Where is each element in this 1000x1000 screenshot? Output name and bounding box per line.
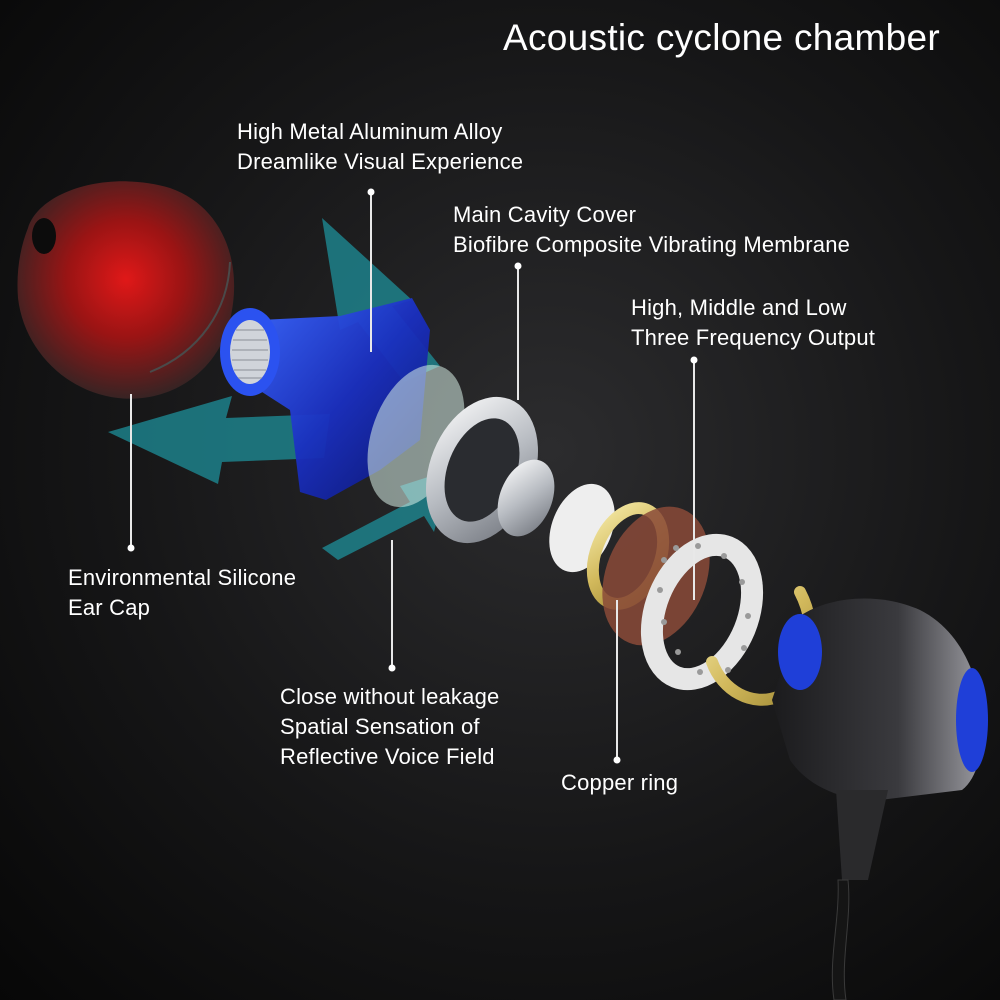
callout-copper-ring: Copper ring: [561, 768, 678, 798]
callout-frequency-line-1: High, Middle and Low: [631, 295, 847, 320]
earphone-housing: [772, 598, 988, 1000]
callout-copper-line-1: Copper ring: [561, 770, 679, 795]
callout-aluminum-line-2: Dreamlike Visual Experience: [237, 149, 524, 174]
callout-frequency-line-2: Three Frequency Output: [631, 325, 876, 350]
leader-lines: [130, 192, 695, 760]
arrow-left: [108, 396, 330, 484]
callout-frequency-output: High, Middle and Low Three Frequency Out…: [631, 293, 875, 353]
main-cavity-cover: [426, 396, 555, 544]
callout-ear-cap: Environmental Silicone Ear Cap: [68, 563, 296, 623]
callout-aluminum-alloy: High Metal Aluminum Alloy Dreamlike Visu…: [237, 117, 523, 177]
perforated-ring: [640, 533, 764, 691]
callout-leakage-line-1: Close without leakage: [280, 684, 500, 709]
callout-leakage-line-3: Reflective Voice Field: [280, 744, 495, 769]
callout-cavity-cover: Main Cavity Cover Biofibre Composite Vib…: [453, 200, 850, 260]
callout-cavity-line-1: Main Cavity Cover: [453, 202, 637, 227]
leader-dots: [127, 188, 698, 764]
callout-leakage: Close without leakage Spatial Sensation …: [280, 682, 499, 772]
page-title: Acoustic cyclone chamber: [503, 17, 940, 58]
callout-leakage-line-2: Spatial Sensation of: [280, 714, 480, 739]
callout-ear-cap-line-1: Environmental Silicone: [68, 565, 297, 590]
silicone-ear-cap: [17, 181, 235, 399]
callout-cavity-line-2: Biofibre Composite Vibrating Membrane: [453, 232, 851, 257]
copper-disc: [602, 506, 710, 646]
callout-aluminum-line-1: High Metal Aluminum Alloy: [237, 119, 503, 144]
callout-ear-cap-line-2: Ear Cap: [68, 595, 151, 620]
